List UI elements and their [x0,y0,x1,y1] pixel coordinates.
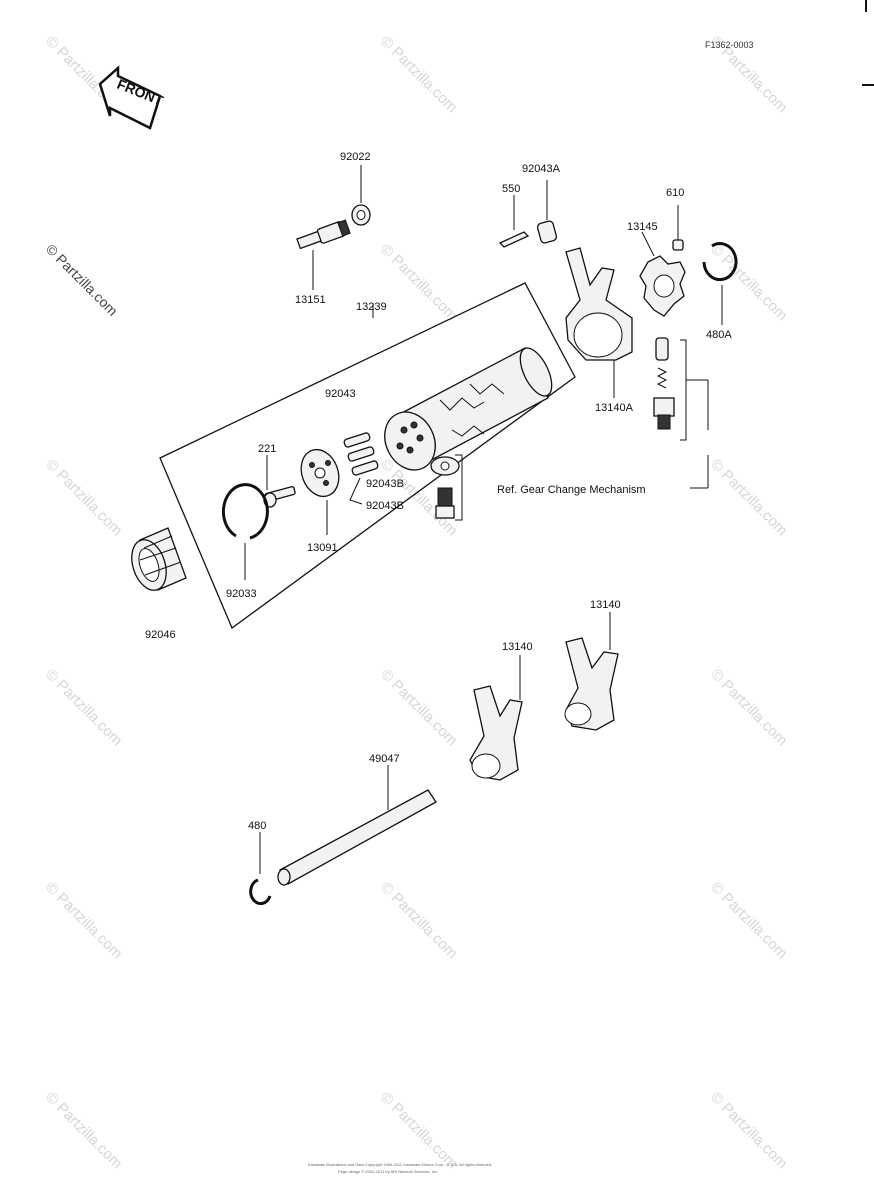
shift-fork-13140A [565,247,633,398]
watermark: © Partzilla.com [707,666,790,749]
watermark: © Partzilla.com [42,456,125,539]
pin-610 [672,205,684,251]
part-label-13151: 13151 [295,294,326,306]
detent-spring-stack [653,337,709,489]
watermark: © Partzilla.com [707,1089,790,1172]
pins-92043B [343,432,379,505]
watermark: © Partzilla.com [377,666,460,749]
neutral-switch-13151 [296,219,351,290]
part-label-13140A: 13140A [595,402,634,414]
cam-plate-13145 [639,231,686,317]
watermark: © Partzilla.com [707,879,790,962]
part-label-13091: 13091 [307,542,338,554]
footer-page-design: Page design © 2004-2011 by ARI Network S… [338,1169,438,1174]
part-label-49047: 49047 [369,753,400,765]
part-label-92022: 92022 [340,151,371,163]
part-label-92033: 92033 [226,588,257,600]
watermark: © Partzilla.com [377,879,460,962]
circlip-480 [249,832,272,906]
part-label-480A: 480A [706,329,732,341]
watermark: © Partzilla.com [43,241,121,319]
watermark-layer: © Partzilla.com © Partzilla.com © Partzi… [42,33,790,1172]
assembly-boundary [159,282,576,630]
watermark: © Partzilla.com [377,33,460,116]
footer-copyright: Kawasaki Illustrations and Data Copyrigh… [308,1162,492,1167]
part-label-13140: 13140 [590,599,621,611]
part-label-610: 610 [666,187,684,199]
shift-drum-13239 [372,303,553,471]
shift-fork-13140-right [564,612,619,731]
watermark: © Partzilla.com [42,1089,125,1172]
part-label-92046: 92046 [145,629,176,641]
pin-92043A [536,180,558,244]
shift-rod-49047 [277,765,437,886]
watermark: © Partzilla.com [42,666,125,749]
watermark: © Partzilla.com [42,879,125,962]
shift-fork-13140-left [469,655,523,781]
pin-plate-13091 [300,448,340,535]
circlip-480A [702,242,738,325]
watermark: © Partzilla.com [377,241,460,324]
part-label-480: 480 [248,820,266,832]
part-label-13239: 13239 [356,301,387,313]
part-label-13140: 13140 [502,641,533,653]
screw-221 [263,455,296,508]
front-arrow-icon: FRONT [98,65,166,130]
positioning-bolt [430,454,463,521]
pin-550 [498,195,530,248]
watermark: © Partzilla.com [707,456,790,539]
diagram-code: F1362-0003 [705,40,754,50]
watermark: © Partzilla.com [707,241,790,324]
part-label-221: 221 [258,443,276,455]
watermark: © Partzilla.com [377,1089,460,1172]
washer-92022 [351,165,371,226]
part-label-550: 550 [502,183,520,195]
part-label-92043A: 92043A [522,163,561,175]
part-label-13145: 13145 [627,221,658,233]
needle-bearing-92046 [131,527,187,591]
circlip-92033 [221,483,269,580]
reference-note: Ref. Gear Change Mechanism [497,484,646,496]
part-label-92043: 92043 [325,388,356,400]
part-label-92043B: 92043B [366,478,404,490]
part-label-92043B: 92043B [366,500,404,512]
